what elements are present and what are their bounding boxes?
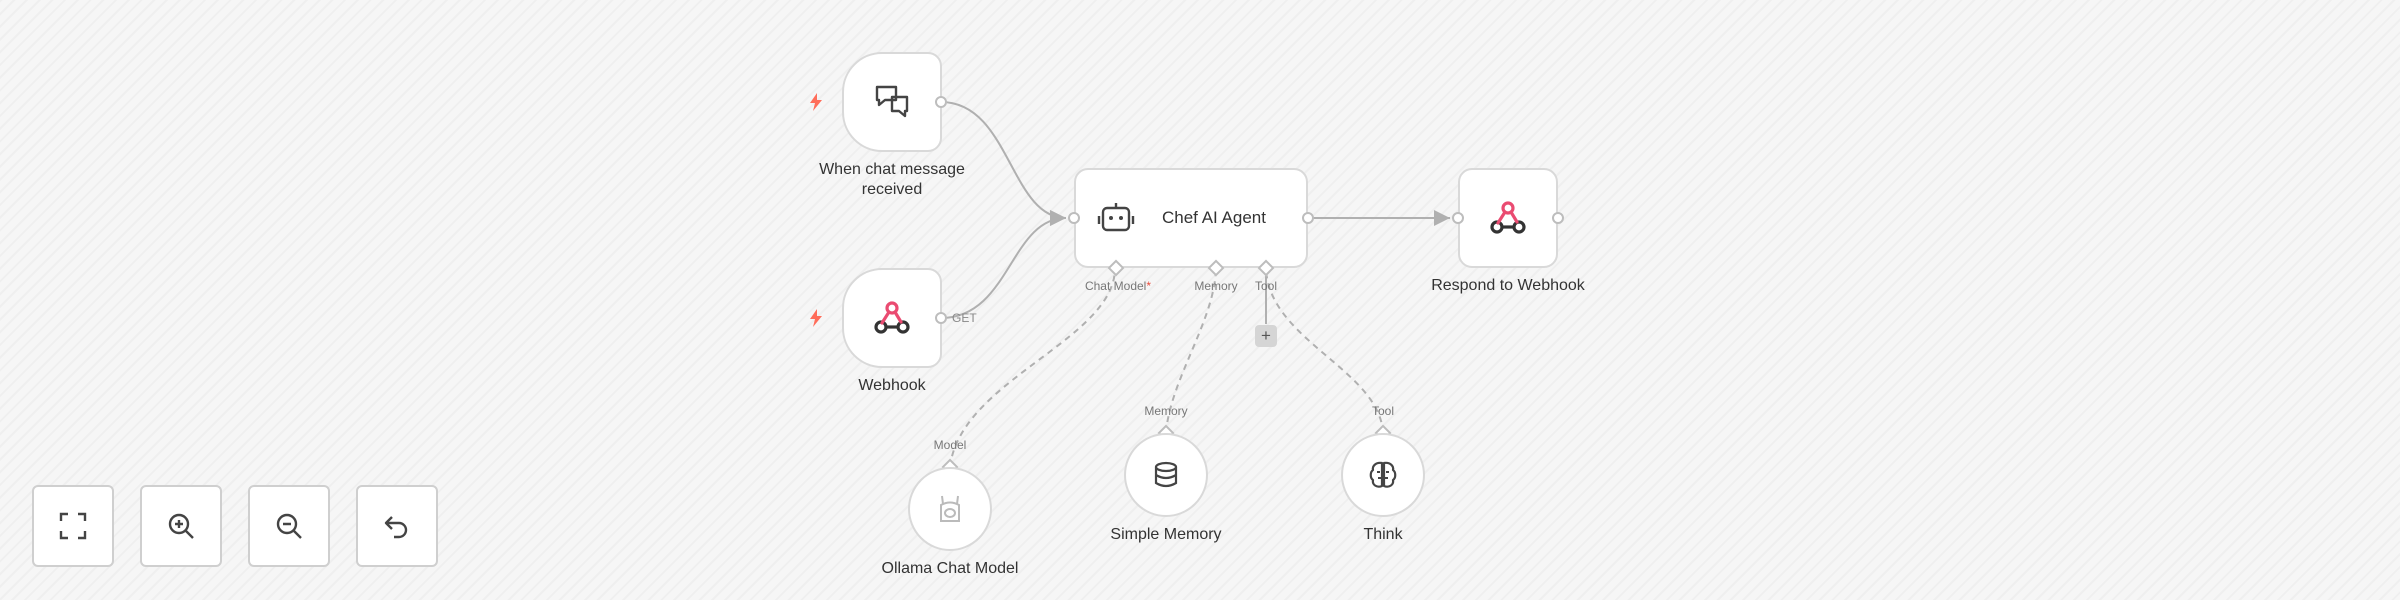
respond-output-handle[interactable] xyxy=(1552,212,1564,224)
chat-trigger-node[interactable] xyxy=(842,52,942,152)
edge-think-to-agent[interactable] xyxy=(1265,267,1384,434)
respond-to-webhook-node[interactable] xyxy=(1458,168,1558,268)
ollama-port-label: Model xyxy=(933,438,967,452)
chat-bubbles-icon xyxy=(875,85,909,118)
edge-chat-to-agent[interactable] xyxy=(940,101,1067,226)
respond-input-handle[interactable] xyxy=(1452,212,1464,224)
agent-title: Chef AI Agent xyxy=(1162,208,1266,227)
edge-ollama-to-agent[interactable] xyxy=(949,267,1116,468)
required-marker: * xyxy=(1146,279,1152,293)
undo-icon xyxy=(384,516,408,539)
chat-trigger-label: When chat message received xyxy=(819,161,965,198)
llama-icon xyxy=(940,495,960,522)
undo-button[interactable] xyxy=(356,485,438,567)
zoom-out-icon xyxy=(276,513,302,539)
webhook-icon xyxy=(1490,201,1526,234)
trigger-bolt-icon xyxy=(810,93,822,111)
tool-port-label: Tool xyxy=(1254,279,1277,293)
zoom-in-icon xyxy=(168,513,194,539)
simple-memory-node[interactable] xyxy=(1124,433,1208,517)
memory-node-port-label: Memory xyxy=(1144,404,1188,418)
simple-memory-label: Simple Memory xyxy=(1110,526,1222,543)
think-label: Think xyxy=(1363,526,1403,543)
add-tool-button[interactable]: + xyxy=(1255,325,1277,347)
fit-view-icon xyxy=(59,512,87,540)
trigger-bolt-icon xyxy=(810,309,822,327)
memory-port-label: Memory xyxy=(1194,279,1238,293)
robot-icon xyxy=(1097,203,1135,232)
chef-ai-agent-node[interactable]: Chef AI Agent xyxy=(1074,168,1308,268)
chat-model-port-text: Chat Model xyxy=(1084,279,1147,293)
zoom-out-button[interactable] xyxy=(248,485,330,567)
edge-memory-to-agent[interactable] xyxy=(1165,267,1217,434)
chat-model-port-label: Chat Model* xyxy=(1078,279,1158,293)
database-icon xyxy=(1154,461,1178,488)
fit-view-button[interactable] xyxy=(32,485,114,567)
think-port-label: Tool xyxy=(1371,404,1394,418)
brain-icon xyxy=(1369,461,1397,488)
webhook-label: Webhook xyxy=(858,377,926,394)
agent-output-handle[interactable] xyxy=(1302,212,1314,224)
webhook-node[interactable] xyxy=(842,268,942,368)
ollama-label: Ollama Chat Model xyxy=(881,560,1019,577)
chat-trigger-output-handle[interactable] xyxy=(935,96,947,108)
zoom-in-button[interactable] xyxy=(140,485,222,567)
webhook-output-handle[interactable] xyxy=(935,312,947,324)
think-node[interactable] xyxy=(1341,433,1425,517)
edge-webhook-to-agent[interactable] xyxy=(940,210,1067,319)
agent-input-handle[interactable] xyxy=(1068,212,1080,224)
ollama-chat-model-node[interactable] xyxy=(908,467,992,551)
http-method-label: GET xyxy=(952,311,977,325)
respond-label: Respond to Webhook xyxy=(1431,277,1585,294)
webhook-icon xyxy=(874,301,910,334)
